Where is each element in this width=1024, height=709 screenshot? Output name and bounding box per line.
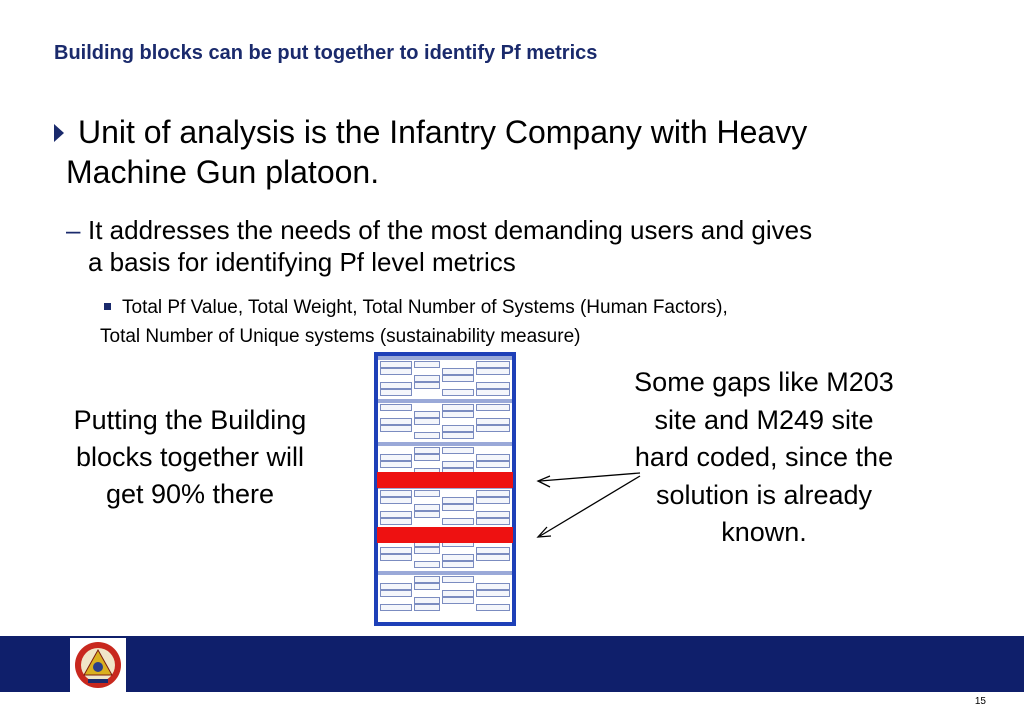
block-cell <box>414 511 440 518</box>
block-cell <box>476 490 510 497</box>
block-cell <box>476 425 510 432</box>
block-cell <box>414 490 440 497</box>
dash-bullet: – <box>66 215 81 245</box>
block-cell <box>414 411 440 418</box>
block-cell <box>476 583 510 590</box>
block-cell <box>380 518 412 525</box>
block-cell <box>414 597 440 604</box>
block-cell <box>476 461 510 468</box>
block-cell <box>476 389 510 396</box>
block-cell <box>476 554 510 561</box>
block-cell <box>380 368 412 375</box>
block-cell <box>380 604 412 611</box>
block-header <box>378 571 512 575</box>
block-cell <box>476 382 510 389</box>
block-cell <box>476 547 510 554</box>
square-bullet-icon <box>104 303 111 310</box>
building-blocks-thumbnail <box>374 352 516 626</box>
block-cell <box>442 497 474 504</box>
block-cell <box>380 389 412 396</box>
slide-title: Building blocks can be put together to i… <box>54 42 598 64</box>
gap-highlight-bar <box>377 472 513 488</box>
block-cell <box>380 418 412 425</box>
block-header <box>378 442 512 446</box>
block-cell <box>380 583 412 590</box>
block-cell <box>380 490 412 497</box>
block-cell <box>380 382 412 389</box>
block-cell <box>380 590 412 597</box>
block-cell <box>380 454 412 461</box>
block-cell <box>414 454 440 461</box>
gap-highlight-bar <box>377 527 513 543</box>
block-cell <box>476 368 510 375</box>
block-cell <box>380 511 412 518</box>
block-header <box>378 356 512 360</box>
block-cell <box>414 504 440 511</box>
block-cell <box>442 561 474 568</box>
block-cell <box>414 604 440 611</box>
bullet-level-1-line-1: Unit of analysis is the Infantry Company… <box>78 114 808 150</box>
block-cell <box>476 361 510 368</box>
triangle-bullet-icon <box>54 124 64 142</box>
bullet-level-2-line-1: It addresses the needs of the most deman… <box>88 215 813 245</box>
block-cell <box>380 497 412 504</box>
arrowhead-icon <box>536 526 552 538</box>
building-blocks-grid <box>378 356 512 622</box>
block-cell <box>414 447 440 454</box>
block-cell <box>442 368 474 375</box>
arrow-to-first-gap <box>539 472 641 482</box>
block-cell <box>442 389 474 396</box>
block-cell <box>442 425 474 432</box>
block-cell <box>442 404 474 411</box>
block-cell <box>442 576 474 583</box>
page-number: 15 <box>974 696 986 707</box>
block-cell <box>380 361 412 368</box>
bullet-level-3-line-1: Total Pf Value, Total Weight, Total Numb… <box>122 297 728 318</box>
block-cell <box>476 604 510 611</box>
bullet-level-2-line-2: a basis for identifying Pf level metrics <box>88 247 516 277</box>
emblem-logo-icon <box>70 638 126 692</box>
block-cell <box>476 590 510 597</box>
block-cell <box>442 375 474 382</box>
block-cell <box>442 504 474 511</box>
block-cell <box>414 418 440 425</box>
block-cell <box>442 461 474 468</box>
block-cell <box>414 432 440 439</box>
block-cell <box>476 454 510 461</box>
block-cell <box>442 518 474 525</box>
block-cell <box>414 361 440 368</box>
block-cell <box>380 554 412 561</box>
footer-band <box>0 636 1024 692</box>
block-cell <box>380 461 412 468</box>
left-callout: Putting the Building blocks together wil… <box>73 405 307 509</box>
block-cell <box>414 583 440 590</box>
block-cell <box>442 590 474 597</box>
block-cell <box>414 382 440 389</box>
block-cell <box>380 547 412 554</box>
block-cell <box>442 554 474 561</box>
block-cell <box>442 447 474 454</box>
block-cell <box>442 597 474 604</box>
block-cell <box>442 432 474 439</box>
block-cell <box>414 561 440 568</box>
block-cell <box>414 576 440 583</box>
block-cell <box>476 518 510 525</box>
block-cell <box>414 375 440 382</box>
bullet-level-1-line-2: Machine Gun platoon. <box>66 154 380 190</box>
block-cell <box>476 497 510 504</box>
arrowhead-icon <box>536 475 551 488</box>
block-cell <box>442 411 474 418</box>
block-cell <box>476 418 510 425</box>
arrow-to-second-gap <box>539 475 641 537</box>
right-callout: Some gaps like M203 site and M249 site h… <box>634 367 894 547</box>
block-cell <box>414 547 440 554</box>
block-header <box>378 399 512 403</box>
bullet-level-3-line-2: Total Number of Unique systems (sustaina… <box>100 326 581 347</box>
block-cell <box>476 511 510 518</box>
block-cell <box>476 404 510 411</box>
block-cell <box>380 425 412 432</box>
block-cell <box>380 404 412 411</box>
